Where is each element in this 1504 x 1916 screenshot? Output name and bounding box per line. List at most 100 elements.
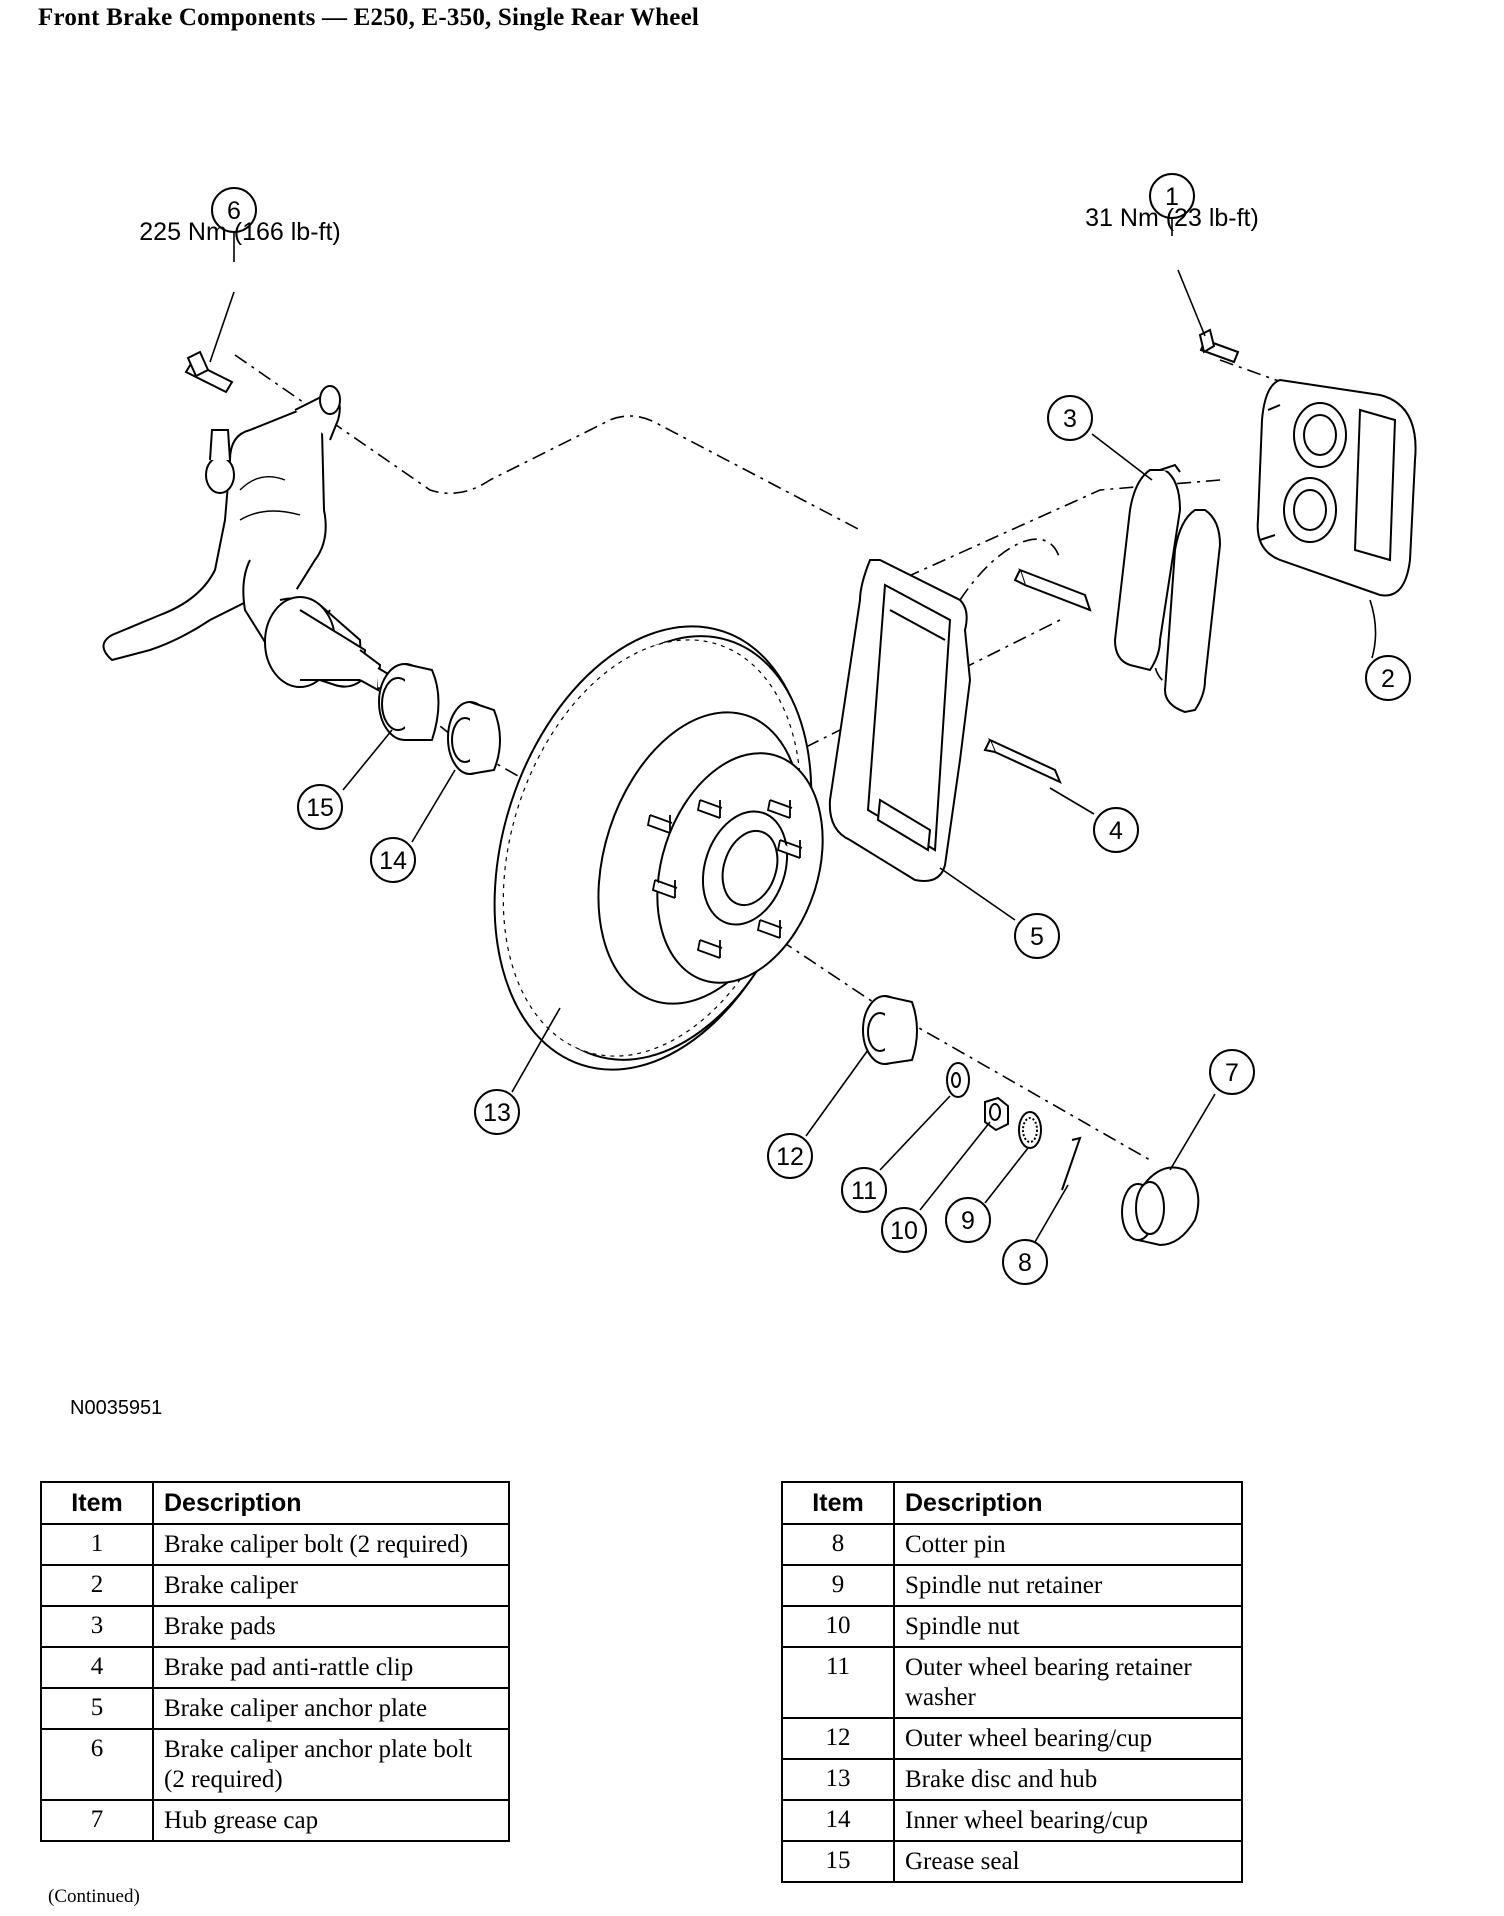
item-number: 11: [781, 1646, 895, 1719]
callout-label-12: 12: [776, 1143, 804, 1171]
column-header-description: Description: [152, 1481, 510, 1525]
callout-7-circle: [1209, 1049, 1255, 1095]
anchor-plate-bolt-drawing: [184, 350, 234, 394]
item-number: 2: [40, 1564, 154, 1607]
item-description: Hub grease cap: [152, 1799, 510, 1842]
brake-caliper-drawing: [1256, 378, 1417, 597]
callout-10-circle: [881, 1207, 927, 1253]
item-number: 6: [40, 1728, 154, 1801]
callout-label-1: 1: [1165, 183, 1179, 211]
callout-label-9: 9: [961, 1207, 975, 1235]
callout-circles: [211, 173, 1411, 1285]
caliper-bolt-drawing: [1198, 328, 1240, 364]
leader-lines: [209, 218, 1377, 1243]
callout-4-circle: [1093, 807, 1139, 853]
callout-label-5: 5: [1030, 923, 1044, 951]
callout-label-7: 7: [1225, 1059, 1239, 1087]
callout-13-circle: [474, 1089, 520, 1135]
item-number: 5: [40, 1687, 154, 1730]
anti-rattle-clip-drawing: [983, 568, 1092, 784]
item-description: Brake pads: [152, 1605, 510, 1648]
callout-15-circle: [297, 784, 343, 830]
callout-3-circle: [1047, 395, 1093, 441]
column-header-item: Item: [781, 1481, 895, 1525]
item-number: 3: [40, 1605, 154, 1648]
callout-11-circle: [841, 1167, 887, 1213]
item-number: 4: [40, 1646, 154, 1689]
inner-bearing-drawing: [447, 701, 501, 775]
callout-14-circle: [370, 837, 416, 883]
callout-label-3: 3: [1063, 405, 1077, 433]
column-header-description: Description: [893, 1481, 1243, 1525]
item-number: 8: [781, 1523, 895, 1566]
callout-8-circle: [1002, 1239, 1048, 1285]
item-number: 1: [40, 1523, 154, 1566]
grease-seal-drawing: [378, 663, 440, 741]
callout-label-14: 14: [379, 847, 407, 875]
callout-numbers: 6 1 3 2 4 5 7 15 14 13 12 11 10 9 8: [227, 183, 1395, 1277]
callout-2-circle: [1365, 655, 1411, 701]
brake-disc-hub-drawing: [493, 625, 824, 1071]
callout-label-8: 8: [1018, 1249, 1032, 1277]
item-description: Brake caliper anchor plate bolt (2 requi…: [152, 1728, 510, 1801]
outer-bearing-drawing: [862, 995, 918, 1065]
wheel-studs: [646, 799, 803, 959]
item-number: 15: [781, 1840, 895, 1883]
cotter-pin-drawing: [1061, 1136, 1082, 1191]
item-description: Outer wheel bearing retainer washer: [893, 1646, 1243, 1719]
item-description: Spindle nut: [893, 1605, 1243, 1648]
callout-5-circle: [1014, 913, 1060, 959]
callout-label-10: 10: [890, 1217, 918, 1245]
callout-12-circle: [767, 1133, 813, 1179]
callout-label-2: 2: [1381, 665, 1395, 693]
table-header-row: Item Description: [781, 1481, 1243, 1525]
bearing-washer-drawing: [946, 1062, 970, 1098]
item-description: Brake caliper anchor plate: [152, 1687, 510, 1730]
figure-id: N0035951: [70, 1397, 163, 1419]
item-description: Cotter pin: [893, 1523, 1243, 1566]
page-title: Front Brake Components — E250, E-350, Si…: [38, 4, 700, 31]
callout-9-circle: [945, 1197, 991, 1243]
torque-spec-item-1: 31 Nm (23 lb-ft): [1085, 204, 1259, 232]
callout-label-13: 13: [483, 1099, 511, 1127]
item-description: Brake pad anti-rattle clip: [152, 1646, 510, 1689]
item-number: 7: [40, 1799, 154, 1842]
item-number: 12: [781, 1717, 895, 1760]
item-number: 9: [781, 1564, 895, 1607]
callout-label-11: 11: [851, 1177, 877, 1205]
grease-cap-drawing: [1121, 1166, 1200, 1247]
continued-note: (Continued): [48, 1886, 140, 1907]
callout-label-15: 15: [306, 794, 334, 822]
column-header-item: Item: [40, 1481, 154, 1525]
torque-spec-item-6: 225 Nm (166 lb-ft): [139, 218, 340, 246]
callout-6-circle: [211, 187, 257, 233]
item-description: Grease seal: [893, 1840, 1243, 1883]
item-description: Outer wheel bearing/cup: [893, 1717, 1243, 1760]
anchor-plate-drawing: [828, 559, 972, 882]
item-description: Brake caliper bolt (2 required): [152, 1523, 510, 1566]
item-description: Brake disc and hub: [893, 1758, 1243, 1801]
callout-label-6: 6: [227, 197, 241, 225]
exploded-view-diagram: 6 1 3 2 4 5 7 15 14 13 12 11 10 9 8 225 …: [0, 40, 1504, 1385]
brake-pads-drawing: [1113, 463, 1222, 714]
item-description: Brake caliper: [152, 1564, 510, 1607]
item-number: 13: [781, 1758, 895, 1801]
item-number: 10: [781, 1605, 895, 1648]
callout-1-circle: [1149, 173, 1195, 219]
item-number: 14: [781, 1799, 895, 1842]
